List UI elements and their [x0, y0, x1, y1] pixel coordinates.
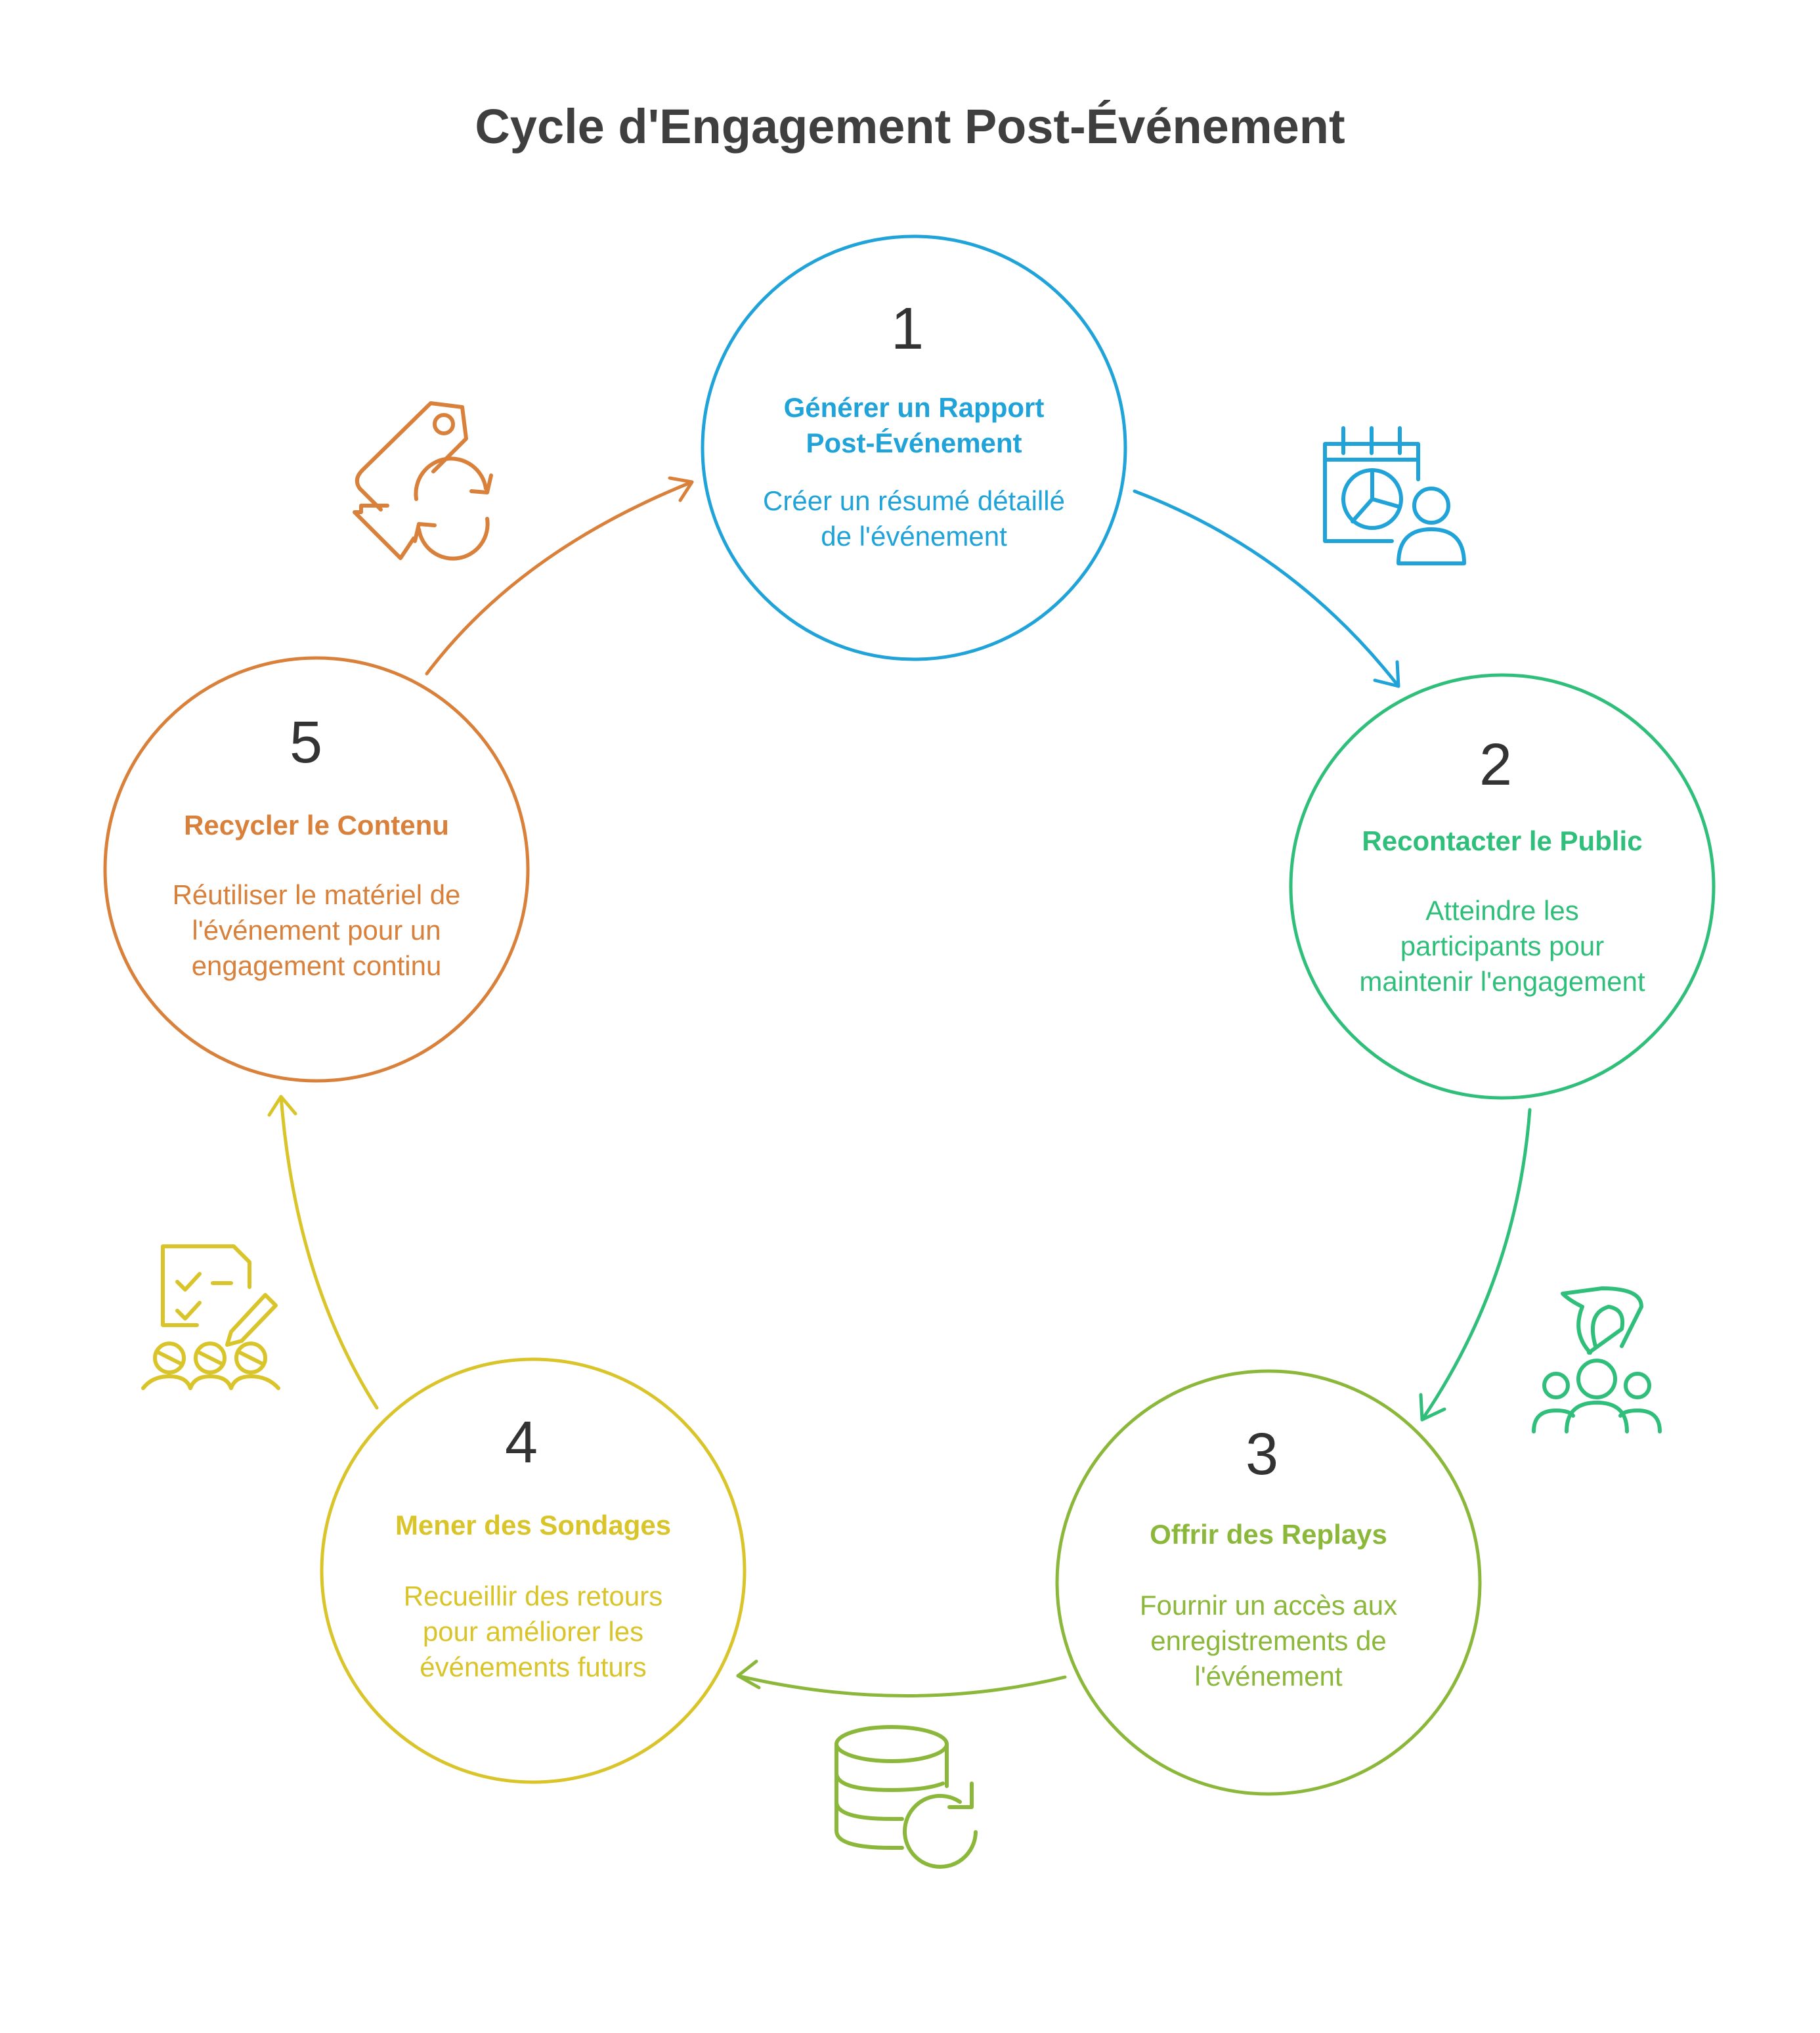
step-1-desc-line2: de l'événement [821, 521, 1007, 552]
step-4-description: Recueillir des retours pour améliorer le… [343, 1579, 724, 1685]
step-5-title: Recycler le Contenu [126, 808, 507, 843]
step-3-desc-line1: Fournir un accès aux [1139, 1590, 1398, 1621]
step-4-title-line1: Mener des Sondages [395, 1510, 672, 1541]
step-1-circle [701, 234, 1127, 661]
step-1-desc-line1: Créer un résumé détaillé [763, 485, 1065, 516]
step-4-number: 4 [504, 1410, 538, 1476]
step-3-circle [1055, 1369, 1482, 1796]
arrow-3-to-4 [736, 1659, 1067, 1697]
tag-recycle-icon [353, 401, 493, 561]
step-3-desc-line3: l'événement [1194, 1661, 1343, 1692]
step-4-desc-line3: événements futurs [420, 1651, 647, 1682]
step-2-title-line1: Recontacter le Public [1362, 825, 1643, 856]
step-2-description: Atteindre les participants pour mainteni… [1312, 893, 1693, 999]
hand-group-icon [1532, 1286, 1662, 1433]
step-2-title: Recontacter le Public [1312, 823, 1693, 859]
arrow-4-to-5 [267, 1095, 379, 1410]
survey-audience-icon [141, 1244, 280, 1390]
step-5-desc-line1: Réutiliser le matériel de [172, 879, 461, 910]
database-refresh-icon [834, 1725, 978, 1869]
step-1-description: Créer un résumé détaillé de l'événement [724, 483, 1104, 554]
step-3-number: 3 [1245, 1422, 1279, 1487]
step-5-desc-line2: l'événement pour un [192, 915, 441, 946]
step-4-title: Mener des Sondages [343, 1508, 724, 1543]
step-5-desc-line3: engagement continu [191, 950, 442, 981]
step-1-title-line1: Générer un Rapport [783, 392, 1045, 423]
step-5-description: Réutiliser le matériel de l'événement po… [126, 877, 507, 984]
step-2-circle [1289, 673, 1716, 1100]
step-2-desc-line3: maintenir l'engagement [1359, 966, 1645, 997]
step-2-desc-line1: Atteindre les [1425, 895, 1579, 926]
page-title: Cycle d'Engagement Post-Événement [475, 99, 1345, 154]
arrow-2-to-3 [1419, 1108, 1532, 1422]
step-2-number: 2 [1479, 732, 1513, 798]
step-3-desc-line2: enregistrements de [1150, 1625, 1387, 1656]
step-5-number: 5 [289, 710, 323, 776]
step-3-title: Offrir des Replays [1078, 1517, 1459, 1552]
step-5-title-line1: Recycler le Contenu [184, 810, 449, 841]
step-4-desc-line1: Recueillir des retours [403, 1581, 663, 1611]
arrow-5-to-1 [425, 476, 694, 676]
step-4-desc-line2: pour améliorer les [422, 1616, 644, 1647]
calendar-chart-person-icon [1323, 426, 1466, 565]
step-3-title-line1: Offrir des Replays [1150, 1519, 1387, 1550]
step-1-number: 1 [890, 296, 924, 362]
step-1-title: Générer un Rapport Post-Événement [724, 390, 1104, 461]
step-4-circle [320, 1357, 747, 1784]
step-1-title-line2: Post-Événement [806, 427, 1022, 458]
step-5-circle [103, 656, 530, 1083]
arrow-1-to-2 [1133, 489, 1400, 688]
step-3-description: Fournir un accès aux enregistrements de … [1078, 1588, 1459, 1694]
step-2-desc-line2: participants pour [1400, 930, 1605, 961]
